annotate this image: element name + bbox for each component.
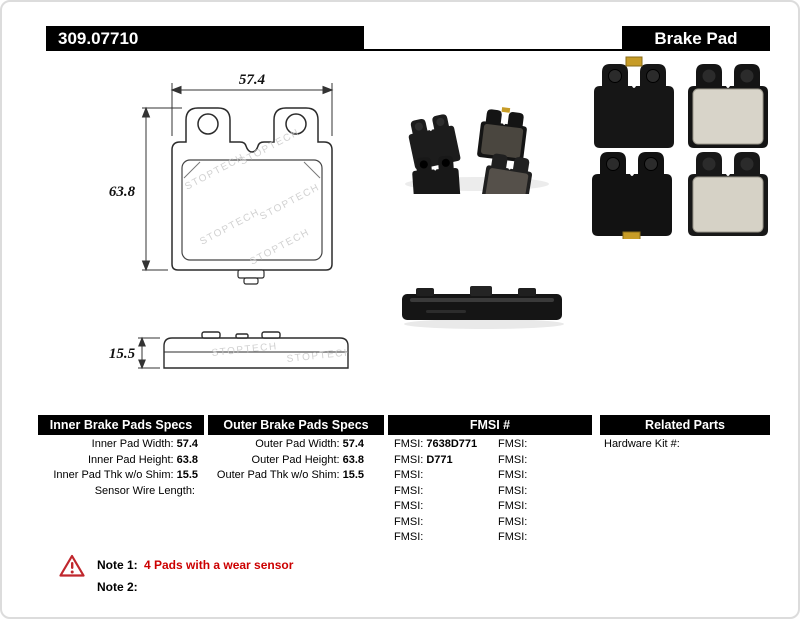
fmsi-label: FMSI: — [498, 484, 528, 497]
related-parts-rows: Hardware Kit #: — [604, 437, 683, 453]
fmsi-rows: FMSI:7638D771 FMSI: FMSI:D771 FMSI: FMSI… — [394, 437, 530, 546]
fmsi-row: FMSI: FMSI: — [394, 515, 530, 531]
note1-label: Note 1: — [97, 558, 138, 572]
fmsi-label: FMSI: — [498, 500, 528, 512]
wear-clip-yellow — [622, 231, 641, 239]
spec-label: Inner Pad Width: — [91, 438, 174, 450]
product-photo-pad-edge — [402, 286, 564, 329]
chamfer-right — [303, 161, 321, 179]
fmsi-label: FMSI: — [394, 515, 424, 528]
note2-label: Note 2: — [97, 580, 138, 594]
fmsi-value: D771 — [426, 453, 453, 466]
spec-row: Outer Pad Thk w/o Shim:15.5 — [208, 468, 364, 484]
fmsi-label: FMSI: — [498, 469, 528, 481]
fmsi-label: FMSI: — [498, 453, 528, 466]
wear-clip-yellow — [625, 56, 643, 67]
fmsi-label: FMSI: — [394, 438, 424, 450]
pad-photo-2 — [476, 107, 529, 163]
fmsi-label: FMSI: — [394, 453, 424, 466]
fmsi-label: FMSI: — [498, 438, 528, 450]
related-row: Hardware Kit #: — [604, 437, 683, 453]
plate-photo-top-left — [594, 56, 674, 148]
inner-specs-header: Inner Brake Pads Specs — [38, 415, 204, 435]
fmsi-header: FMSI # — [388, 415, 592, 435]
related-label: Hardware Kit #: — [604, 438, 680, 450]
product-title: Brake Pad — [654, 29, 738, 48]
spec-row: Inner Pad Width:57.4 — [38, 437, 198, 453]
spec-label: Outer Pad Thk w/o Shim: — [216, 469, 340, 481]
part-number: 309.07710 — [58, 29, 139, 48]
outer-specs-rows: Outer Pad Width:57.4 Outer Pad Height:63… — [208, 437, 364, 484]
plate-photo-bottom-left — [592, 152, 672, 239]
spec-label: Outer Pad Width: — [255, 438, 340, 450]
wear-sensor-clip — [237, 269, 265, 285]
product-photo-pad-set — [405, 107, 549, 194]
fmsi-value: 7638D771 — [426, 438, 478, 450]
thickness-dim-label: 15.5 — [109, 346, 136, 362]
spec-value: 57.4 — [176, 438, 198, 450]
pad-photo-4 — [481, 152, 535, 194]
chamfer-left — [183, 161, 201, 179]
spec-label: Outer Pad Height: — [251, 453, 340, 466]
product-photo-pads-large — [592, 56, 768, 239]
spec-label: Inner Pad Height: — [87, 453, 174, 466]
fmsi-label: FMSI: — [394, 469, 424, 481]
header-rule — [46, 49, 770, 51]
spec-label: Inner Pad Thk w/o Shim: — [53, 469, 174, 481]
fmsi-label: FMSI: — [498, 515, 528, 528]
height-dim-label: 63.8 — [109, 184, 136, 200]
fmsi-row: FMSI: FMSI: — [394, 484, 530, 500]
spec-value: 57.4 — [342, 438, 364, 450]
inner-specs-rows: Inner Pad Width:57.4 Inner Pad Height:63… — [38, 437, 198, 499]
pad-photo-3 — [411, 155, 461, 194]
width-dimension — [170, 83, 334, 136]
fmsi-label: FMSI: — [394, 484, 424, 497]
friction-material-outline — [181, 159, 323, 261]
product-title-bar: Brake Pad — [622, 26, 770, 51]
spec-value: 15.5 — [342, 469, 364, 481]
spec-row: Inner Pad Height:63.8 — [38, 453, 198, 469]
pad-photo-1 — [405, 112, 461, 170]
note1-text: 4 Pads with a wear sensor — [144, 558, 294, 572]
photo-shadow — [404, 319, 564, 329]
fmsi-row: FMSI: FMSI: — [394, 468, 530, 484]
mounting-hole-right — [285, 113, 307, 135]
mounting-hole-left — [197, 113, 219, 135]
related-parts-header: Related Parts — [600, 415, 770, 435]
fmsi-row: FMSI: FMSI: — [394, 530, 530, 546]
width-dim-label: 57.4 — [239, 72, 266, 88]
fmsi-row: FMSI:D771 FMSI: — [394, 453, 530, 469]
pad-profile-outline — [163, 331, 349, 369]
warning-triangle-icon — [59, 554, 85, 577]
part-number-bar: 309.07710 — [46, 26, 364, 51]
height-dimension — [141, 106, 182, 272]
pad-photo-top-right — [688, 64, 768, 148]
spec-row: Sensor Wire Length: — [38, 484, 198, 500]
fmsi-label: FMSI: — [394, 531, 424, 543]
spec-row: Outer Pad Height:63.8 — [208, 453, 364, 469]
spec-row: Outer Pad Width:57.4 — [208, 437, 364, 453]
spec-value: 63.8 — [342, 453, 364, 466]
pad-photo-bottom-right — [688, 152, 768, 236]
spec-label: Sensor Wire Length: — [94, 484, 195, 497]
fmsi-row: FMSI: FMSI: — [394, 499, 530, 515]
pad-edge-shape — [402, 286, 562, 320]
spec-value: 63.8 — [176, 453, 198, 466]
spec-row: Inner Pad Thk w/o Shim:15.5 — [38, 468, 198, 484]
outer-specs-header: Outer Brake Pads Specs — [208, 415, 384, 435]
fmsi-label: FMSI: — [394, 500, 424, 512]
spec-value: 15.5 — [176, 469, 198, 481]
front-view-drawing: 57.4 63.8 STOPTECH STOPTECH STOPTECH STO… — [109, 72, 334, 285]
pad-plate-outline — [171, 107, 333, 271]
fmsi-row: FMSI:7638D771 FMSI: — [394, 437, 530, 453]
side-view-drawing: 15.5 STOPTECH STOPTECH — [109, 331, 349, 370]
thickness-dimension — [138, 336, 160, 370]
fmsi-label: FMSI: — [498, 531, 528, 543]
